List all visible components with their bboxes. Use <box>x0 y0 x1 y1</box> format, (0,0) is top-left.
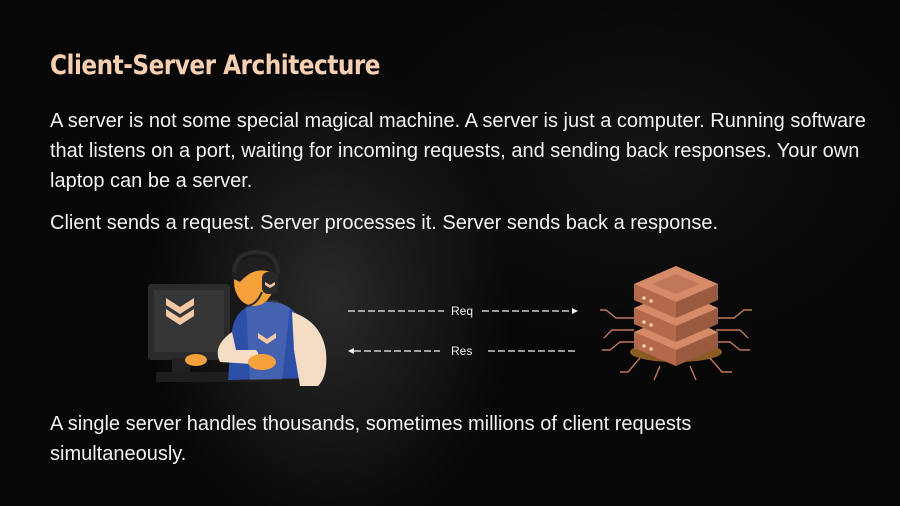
response-arrow: Res <box>348 344 576 358</box>
arrow-left-icon <box>348 348 354 354</box>
server-stack-icon <box>634 266 718 366</box>
server-illustration <box>600 266 752 381</box>
chevron-logo-icon <box>166 298 194 314</box>
scale-note: A single server handles thousands, somet… <box>50 413 692 465</box>
flow-summary: Client sends a request. Server processes… <box>50 212 719 234</box>
slide-title: Client-Server Architecture <box>50 50 381 81</box>
headphones-icon <box>262 272 278 294</box>
client-illustration <box>148 249 327 386</box>
arrow-right-icon <box>572 308 578 314</box>
request-arrow: Req <box>348 304 578 318</box>
response-label: Res <box>451 344 472 358</box>
request-label: Req <box>451 304 473 318</box>
circuit-lines-icon <box>600 309 752 381</box>
intro-paragraph: A server is not some special magical mac… <box>50 110 866 192</box>
